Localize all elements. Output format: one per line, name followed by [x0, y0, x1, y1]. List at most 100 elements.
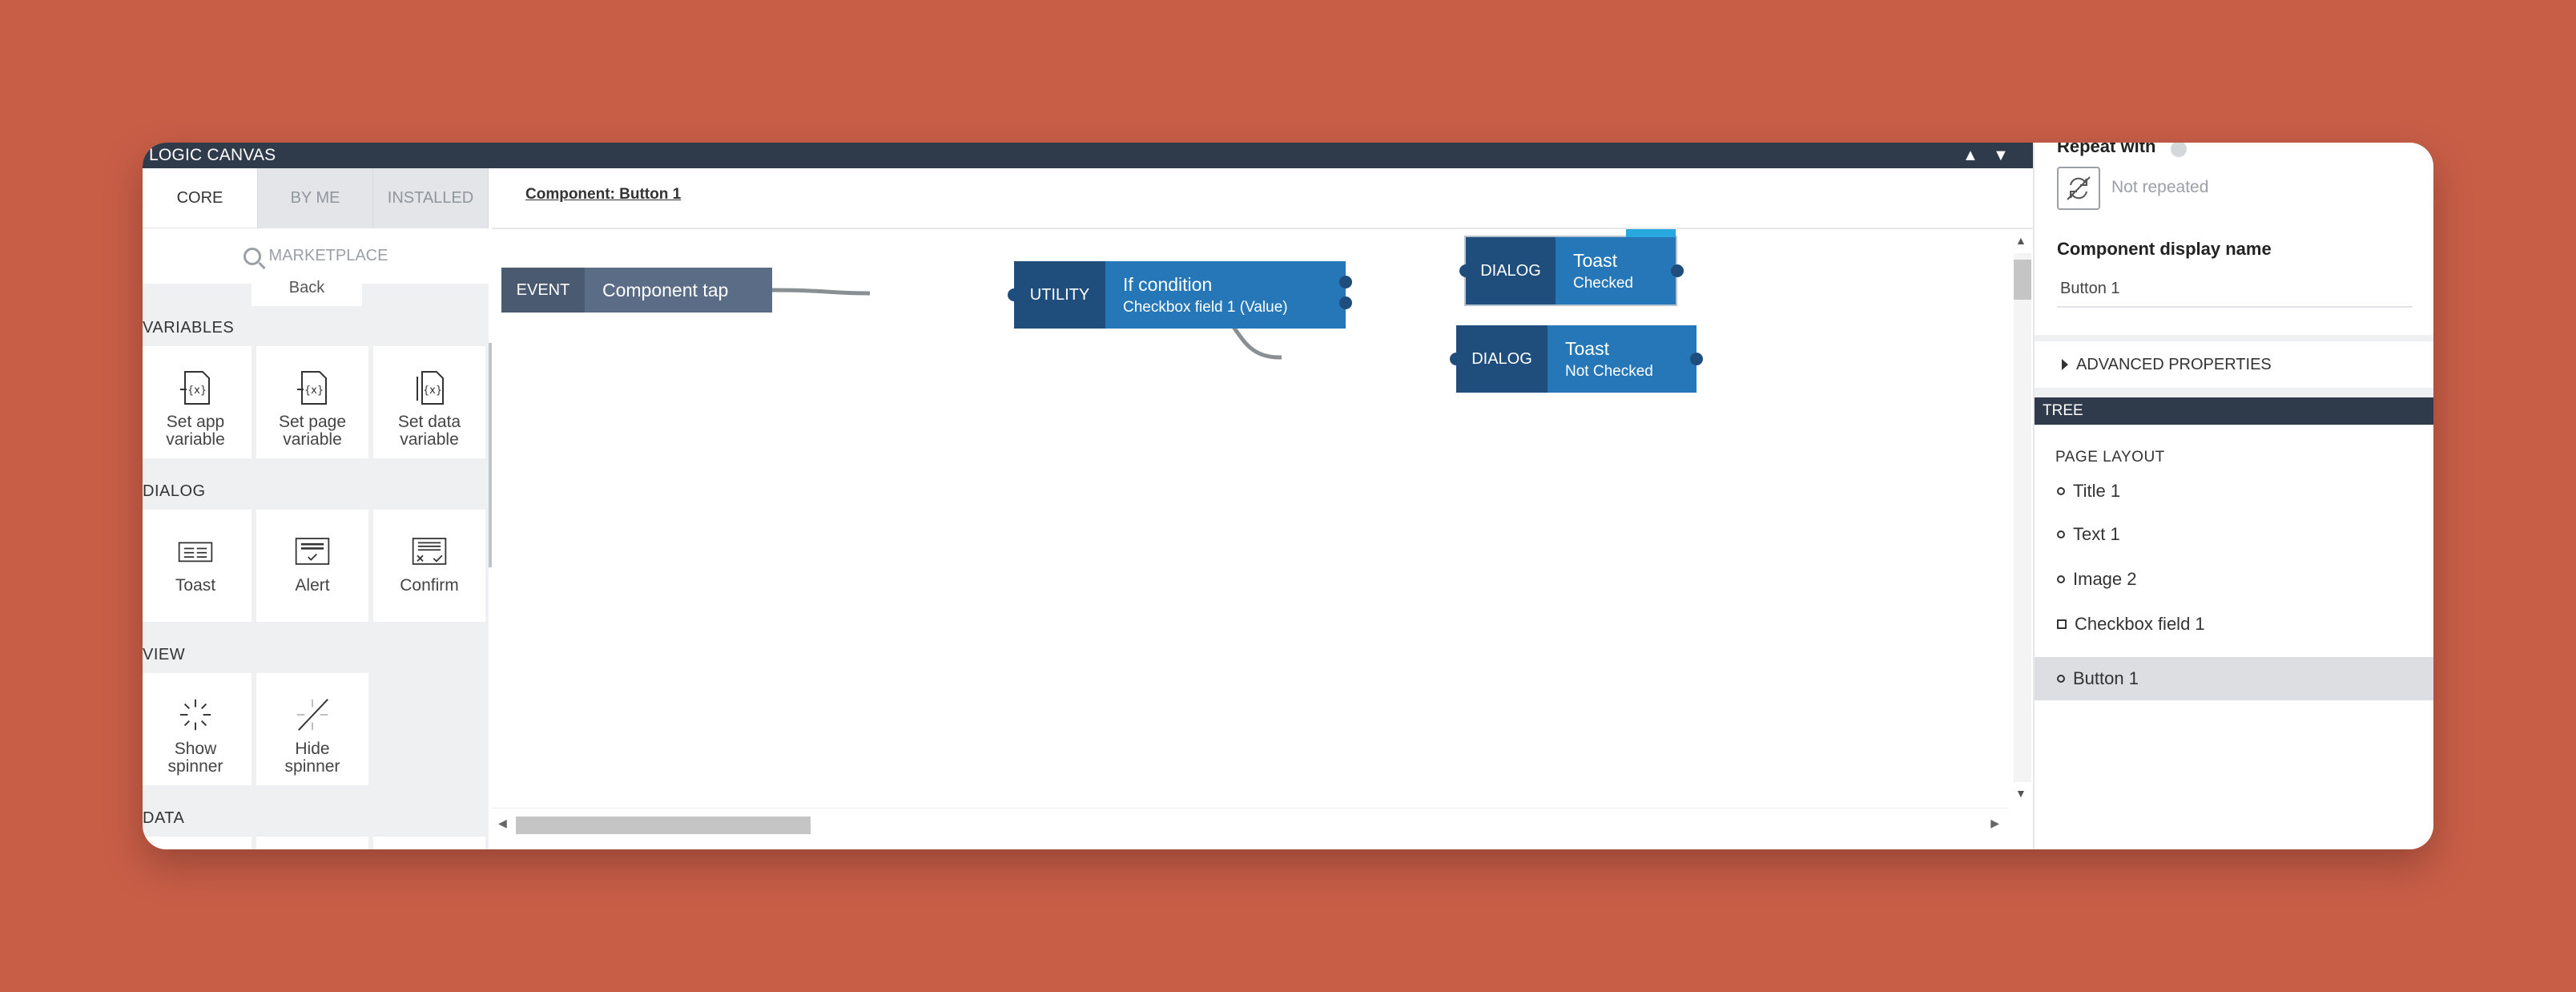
toast-icon — [178, 542, 213, 563]
tree-item-label: Checkbox field 1 — [2075, 614, 2205, 634]
canvas-divider — [492, 228, 2033, 229]
section-dialog-label: DIALOG — [143, 482, 206, 500]
toast-tile[interactable]: Toast — [143, 510, 252, 622]
alert-icon — [295, 538, 330, 565]
marketplace-label: MARKETPLACE — [268, 247, 388, 264]
utility-node-body: If condition Checkbox field 1 (Value) — [1105, 261, 1346, 329]
selected-node-tab[interactable] — [1626, 229, 1676, 237]
square-node-icon — [2057, 619, 2067, 629]
tab-installed[interactable]: INSTALLED — [373, 168, 489, 228]
toast-checked-body: Toast Checked — [1556, 237, 1676, 304]
tab-by-me[interactable]: BY ME — [258, 168, 373, 228]
toast-checked-output-port[interactable] — [1671, 264, 1684, 277]
info-icon[interactable] — [2171, 143, 2187, 157]
data-variable-icon: {x} — [417, 371, 444, 405]
hide-spinner-tile[interactable]: Hide spinner — [256, 673, 368, 785]
toast-not-checked-output-port[interactable] — [1690, 353, 1703, 365]
logic-canvas-header: LOGIC CANVAS ▲ ▼ — [143, 143, 2033, 168]
tree-item-title-1[interactable]: Title 1 — [2035, 470, 2433, 513]
data-tile[interactable] — [373, 837, 485, 849]
data-tile[interactable] — [256, 837, 368, 849]
canvas-horizontal-scrollbar[interactable]: ◀ ▶ — [492, 808, 2009, 834]
utility-output-true-port[interactable] — [1339, 276, 1352, 288]
confirm-tile[interactable]: Confirm — [373, 510, 485, 622]
event-node-title: Component tap — [602, 279, 729, 300]
svg-text:{x}: {x} — [304, 385, 324, 397]
scroll-left-icon[interactable]: ◀ — [498, 817, 507, 829]
toast-checked-type: DIALOG — [1466, 237, 1556, 304]
tree-item-label: Title 1 — [2073, 481, 2121, 501]
tree-item-checkbox-field-1[interactable]: Checkbox field 1 — [2035, 603, 2433, 646]
scroll-down-icon[interactable]: ▼ — [2015, 787, 2027, 800]
marketplace-button[interactable]: MARKETPLACE — [143, 228, 489, 284]
display-name-input[interactable] — [2057, 271, 2413, 308]
component-palette: CORE BY ME INSTALLED MARKETPLACE Back VA… — [143, 168, 489, 849]
repeat-toggle-button[interactable] — [2057, 167, 2100, 210]
page-layout-label: PAGE LAYOUT — [2055, 449, 2165, 466]
hide-spinner-label: Hide spinner — [284, 740, 340, 776]
tree-item-label: Button 1 — [2073, 668, 2139, 688]
event-node-type: EVENT — [501, 268, 585, 313]
search-icon — [243, 247, 261, 265]
set-page-variable-label: Set page variable — [278, 413, 347, 449]
set-data-variable-tile[interactable]: {x} Set data variable — [373, 346, 485, 458]
tree-item-text-1[interactable]: Text 1 — [2035, 513, 2433, 556]
advanced-properties-toggle[interactable]: ADVANCED PROPERTIES — [2035, 341, 2433, 388]
event-node-body: Component tap — [585, 268, 772, 313]
toast-checked-input-port[interactable] — [1459, 264, 1472, 277]
toast-checked-node[interactable]: DIALOG Toast Checked — [1464, 236, 1677, 306]
scroll-right-icon[interactable]: ▶ — [1990, 817, 1999, 829]
vertical-scroll-thumb[interactable] — [2014, 260, 2031, 300]
circle-node-icon — [2057, 530, 2065, 538]
toast-not-checked-node[interactable]: DIALOG Toast Not Checked — [1456, 325, 1697, 393]
vertical-scroll-track[interactable] — [2014, 253, 2031, 782]
event-node[interactable]: EVENT Component tap — [501, 268, 772, 313]
repeat-with-label: Repeat with — [2057, 143, 2156, 156]
advanced-properties-label: ADVANCED PROPERTIES — [2076, 355, 2272, 373]
data-tile[interactable] — [143, 837, 252, 849]
variable-doc-icon: {x} — [180, 371, 210, 405]
show-spinner-label: Show spinner — [167, 740, 223, 776]
back-tile-label: Back — [288, 280, 325, 296]
toast-not-checked-input-port[interactable] — [1450, 353, 1463, 365]
circle-node-icon — [2057, 575, 2065, 583]
divider — [2035, 335, 2433, 341]
variable-doc-icon: {x} — [297, 371, 327, 405]
logic-canvas[interactable]: Component: Button 1 EVENT Component tap … — [492, 168, 2033, 849]
back-tile[interactable]: Back — [252, 280, 362, 306]
hide-spinner-icon — [296, 699, 328, 731]
display-name-label: Component display name — [2057, 239, 2272, 259]
connector-event-utility — [771, 288, 871, 296]
partial-tile-row: Back — [143, 280, 489, 306]
divider — [2035, 388, 2433, 397]
tab-core[interactable]: CORE — [143, 168, 258, 228]
collapse-up-icon[interactable]: ▲ — [1962, 147, 1978, 164]
toast-not-checked-title: Toast — [1565, 337, 1609, 359]
tree-item-button-1[interactable]: Button 1 — [2035, 657, 2433, 700]
palette-scrollbar[interactable] — [489, 343, 492, 567]
toast-checked-title: Toast — [1573, 249, 1617, 271]
utility-input-port[interactable] — [1008, 288, 1020, 301]
tree-item-label: Text 1 — [2073, 524, 2120, 544]
show-spinner-tile[interactable]: Show spinner — [143, 673, 252, 785]
spinner-icon — [179, 699, 211, 731]
svg-text:{x}: {x} — [187, 385, 207, 397]
set-app-variable-tile[interactable]: {x} Set app variable — [143, 346, 252, 458]
section-view-label: VIEW — [143, 646, 186, 663]
set-data-variable-label: Set data variable — [397, 413, 461, 449]
expand-down-icon[interactable]: ▼ — [1993, 147, 2009, 164]
scroll-up-icon[interactable]: ▲ — [2015, 234, 2027, 247]
utility-node-subtitle: Checkbox field 1 (Value) — [1123, 298, 1288, 316]
utility-output-false-port[interactable] — [1339, 296, 1352, 309]
component-label[interactable]: Component: Button 1 — [525, 186, 682, 203]
tree-item-image-2[interactable]: Image 2 — [2035, 558, 2433, 601]
alert-tile[interactable]: Alert — [256, 510, 368, 622]
properties-panel: Repeat with Not repeated Component displ… — [2033, 143, 2433, 849]
alert-tile-label: Alert — [295, 576, 330, 595]
canvas-vertical-scrollbar[interactable]: ▲ ▼ — [2009, 229, 2033, 806]
horizontal-scroll-thumb[interactable] — [516, 817, 811, 834]
circle-node-icon — [2057, 487, 2065, 495]
set-page-variable-tile[interactable]: {x} Set page variable — [256, 346, 368, 458]
utility-node[interactable]: UTILITY If condition Checkbox field 1 (V… — [1014, 261, 1346, 329]
app-window: LOGIC CANVAS ▲ ▼ CORE BY ME INSTALLED MA… — [143, 143, 2433, 849]
